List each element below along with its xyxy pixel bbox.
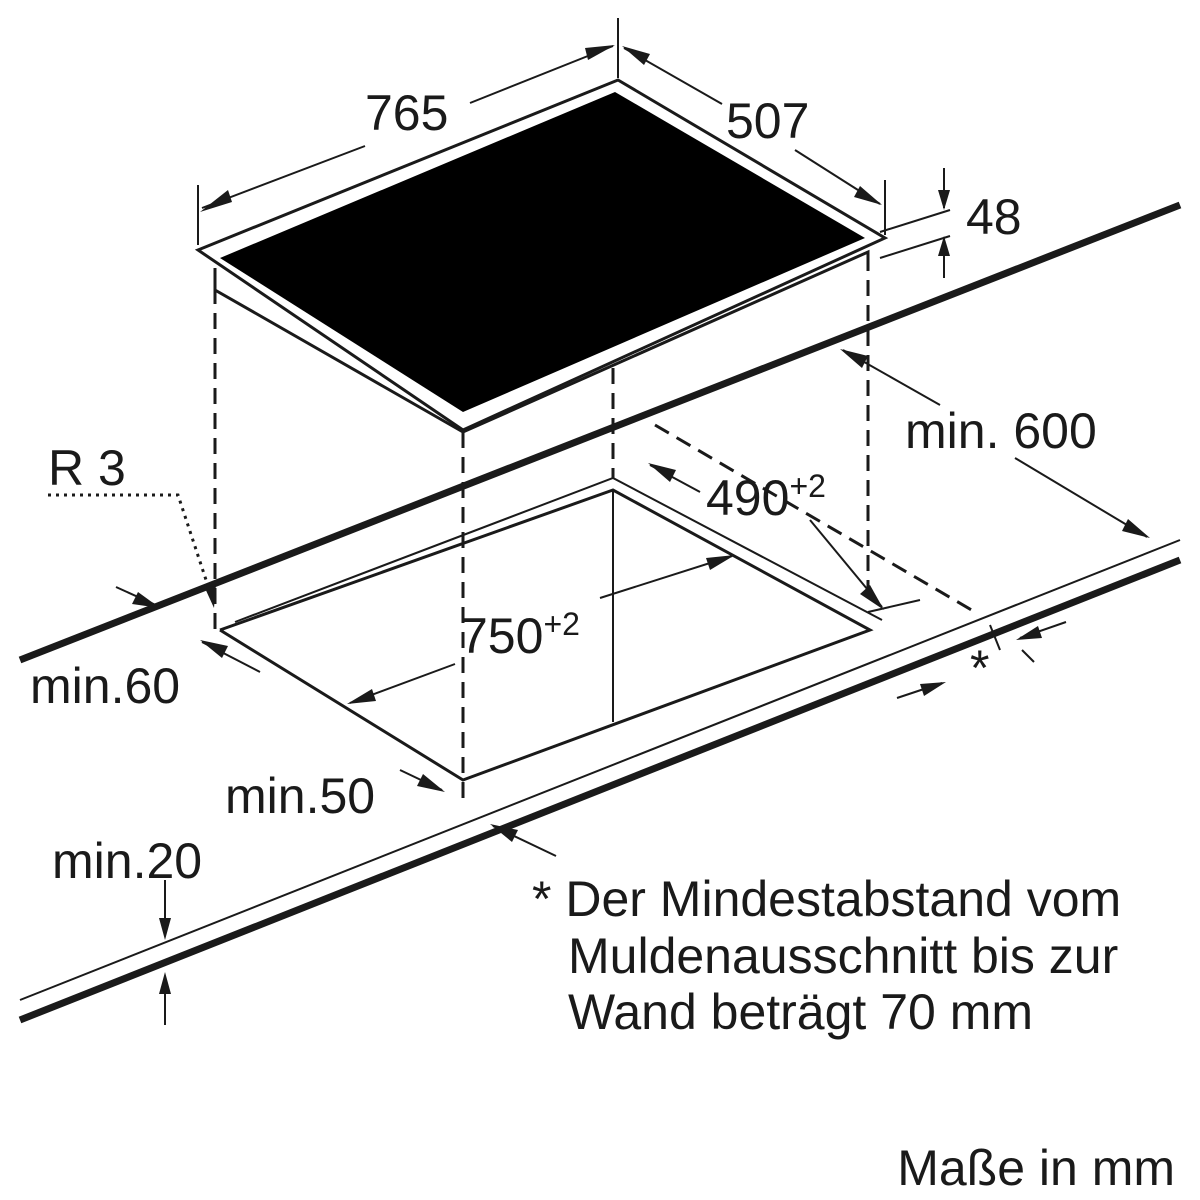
- arrow-head: [159, 972, 171, 994]
- dim-min-60: min.60: [30, 586, 261, 714]
- asterisk-marker: *: [970, 640, 989, 696]
- projection-lines: [213, 255, 976, 800]
- min-20-label: min.20: [52, 833, 202, 889]
- footnote-line-2: Muldenausschnitt bis zur: [568, 928, 1118, 984]
- arrow-head: [585, 45, 615, 60]
- arrow-head: [200, 190, 232, 212]
- min-50-label: min.50: [225, 768, 375, 824]
- arrow-head: [854, 186, 882, 205]
- extension-line: [989, 624, 1001, 651]
- cutout-width-value: 750: [460, 608, 543, 664]
- footnote-line-3: Wand beträgt 70 mm: [568, 984, 1033, 1040]
- extension-line: [879, 235, 951, 259]
- arrow-head: [347, 689, 376, 704]
- cooktop-frame: [194, 78, 889, 432]
- arrow-head: [622, 46, 650, 65]
- dim-min-20: min.20: [52, 833, 202, 1025]
- arrow-head: [159, 918, 171, 940]
- cooktop-glass-surface: [220, 92, 865, 412]
- footnote: * Der Mindestabstand vom Muldenausschnit…: [532, 871, 1121, 1040]
- arrow-head: [204, 584, 216, 608]
- radius-label: R 3: [48, 440, 126, 496]
- min-600-label: min. 600: [905, 403, 1097, 459]
- arrow-head: [840, 349, 868, 368]
- dim-min-600: min. 600: [840, 349, 1150, 538]
- dim-cutout-depth-490: 490+2: [648, 463, 921, 613]
- arrow-head: [648, 463, 676, 482]
- width-dimension-label: 765: [365, 85, 448, 141]
- dim-height-48: 48: [879, 168, 1022, 278]
- extension-line: [867, 599, 921, 613]
- dim-wall-distance-asterisk: *: [896, 621, 1067, 699]
- min-60-label: min.60: [30, 658, 180, 714]
- cutout-depth-tolerance: +2: [789, 468, 825, 504]
- dim-depth-507: 507: [622, 46, 886, 235]
- countertop-front-bottom-edge: [18, 556, 1182, 1024]
- arrow-head: [860, 585, 884, 610]
- cutout-width-label: 750+2: [460, 606, 580, 664]
- countertop: [18, 201, 1182, 1024]
- cutout-outline: [219, 488, 874, 782]
- arrow-head: [132, 592, 160, 608]
- arrow-head: [417, 774, 445, 792]
- arrow-head: [938, 236, 950, 256]
- countertop-front-top-edge: [19, 539, 1181, 1001]
- countertop-back-edge: [18, 201, 1182, 664]
- dim-width-765: 765: [197, 18, 619, 245]
- dim-radius-r3: R 3: [48, 440, 216, 608]
- cutout-depth-label: 490+2: [706, 468, 826, 526]
- extension-line: [879, 209, 951, 233]
- height-dimension-label: 48: [966, 189, 1022, 245]
- dim-min-50: min.50: [225, 768, 557, 857]
- footnote-line-1: * Der Mindestabstand vom: [532, 871, 1121, 927]
- cutout-width-tolerance: +2: [543, 606, 579, 642]
- depth-dimension-label: 507: [726, 93, 809, 149]
- back-edge-dashed-line: [654, 423, 976, 614]
- units-label: Maße in mm: [897, 1140, 1175, 1196]
- extension-line: [1021, 649, 1035, 663]
- dimension-line: [1014, 457, 1148, 538]
- arrow-head: [706, 555, 735, 570]
- arrow-head: [1016, 626, 1042, 640]
- arrow-head: [490, 824, 518, 842]
- radius-leader: [48, 493, 214, 599]
- cutout-depth-value: 490: [706, 470, 789, 526]
- arrow-head: [200, 640, 228, 658]
- arrow-head: [938, 190, 950, 210]
- arrow-head: [1122, 519, 1150, 538]
- arrow-head: [920, 682, 946, 696]
- dim-cutout-width-750: 750+2: [347, 555, 735, 704]
